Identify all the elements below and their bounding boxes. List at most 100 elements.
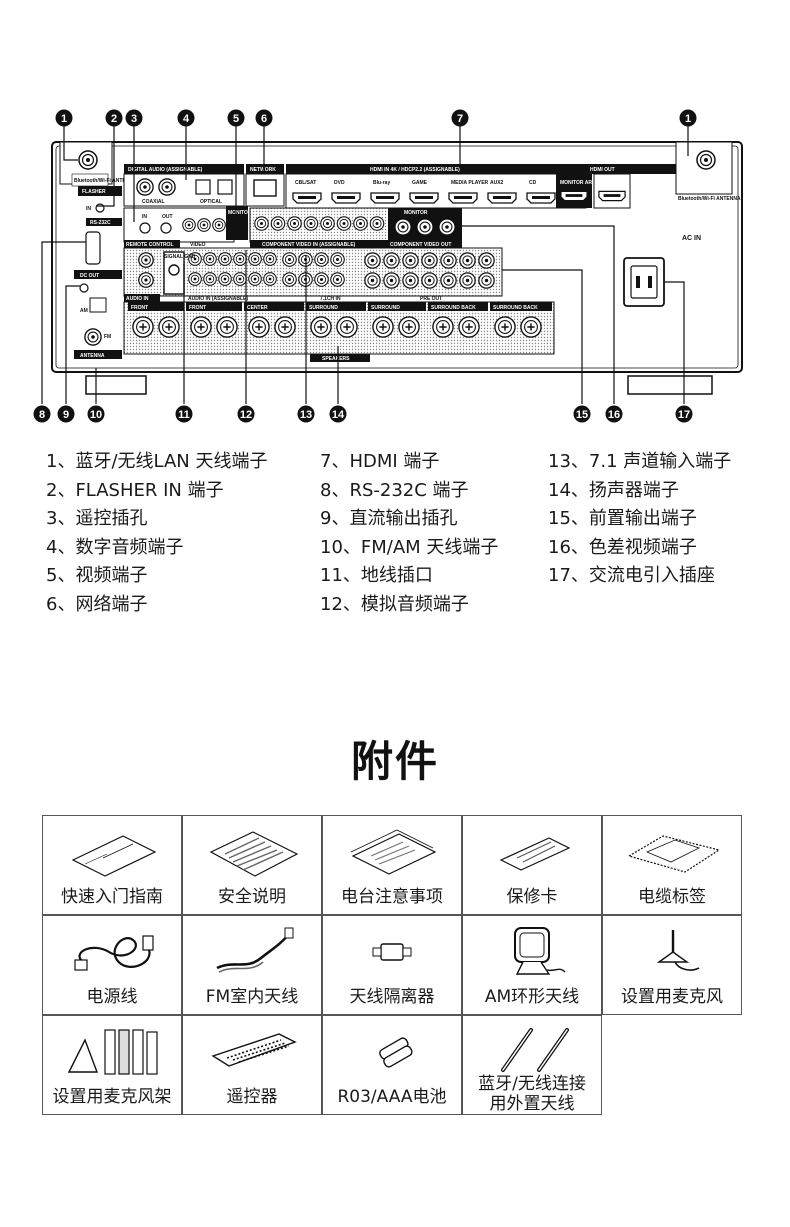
legend-item: 3、遥控插孔 — [46, 508, 148, 529]
speaker-terminal[interactable] — [432, 316, 454, 338]
legend-item: 5、视频端子 — [46, 565, 148, 586]
speaker-terminal[interactable] — [190, 316, 212, 338]
audio-in-jack[interactable] — [138, 252, 154, 268]
speaker-terminal[interactable] — [248, 316, 270, 338]
flasher-in-jack[interactable] — [95, 203, 105, 213]
audio-in-assignable-jack[interactable] — [263, 272, 277, 286]
component-in-jack[interactable] — [303, 216, 319, 231]
hdmi-out-label: HDMI OUT — [590, 167, 615, 173]
hdmi-in-port[interactable] — [526, 192, 556, 204]
network-port[interactable] — [253, 179, 277, 197]
callout-bottom: 14 — [332, 409, 345, 421]
pre-out-jack[interactable] — [478, 252, 495, 269]
audio-in-assignable-jack[interactable] — [233, 272, 247, 286]
component-in-jack[interactable] — [336, 216, 352, 231]
audio-in-assignable-jack[interactable] — [218, 252, 232, 266]
ch71-in-jack[interactable] — [282, 252, 297, 267]
audio-in-assignable-jack[interactable] — [203, 272, 217, 286]
pre-out-jack[interactable] — [364, 272, 381, 289]
pre-out-jack[interactable] — [421, 272, 438, 289]
dc-out-jack[interactable] — [79, 283, 89, 293]
pre-out-jack[interactable] — [383, 252, 400, 269]
accessory-cell: 天线隔离器 — [322, 915, 462, 1015]
audio-in-assignable-label: AUDIO IN (ASSIGNABLE) — [188, 296, 248, 302]
ch71-in-jack[interactable] — [282, 272, 297, 287]
component-out-jack[interactable] — [416, 218, 434, 236]
remote-in-label: IN — [142, 214, 147, 220]
speaker-terminal[interactable] — [310, 316, 332, 338]
digital-audio-label: DIGITAL AUDIO (ASSIGNABLE) — [128, 167, 203, 173]
pre-out-jack[interactable] — [440, 272, 457, 289]
pre-out-jack[interactable] — [478, 272, 495, 289]
ch71-in-jack[interactable] — [314, 272, 329, 287]
audio-in-assignable-jack[interactable] — [263, 252, 277, 266]
speaker-terminal[interactable] — [458, 316, 480, 338]
speaker-terminal[interactable] — [494, 316, 516, 338]
hdmi-in-port[interactable] — [448, 192, 478, 204]
hdmi-in-port[interactable] — [409, 192, 439, 204]
speaker-terminal[interactable] — [372, 316, 394, 338]
audio-in-assignable-jack[interactable] — [203, 252, 217, 266]
audio-in-assignable-jack[interactable] — [248, 272, 262, 286]
rs232c-port[interactable] — [85, 231, 101, 265]
coaxial-label: COAXIAL — [142, 199, 165, 205]
accessory-label: 设置用麦克风 — [621, 987, 723, 1007]
signal-gnd-terminal[interactable] — [168, 264, 180, 276]
hdmi-in-port[interactable] — [292, 192, 322, 204]
speaker-terminal[interactable] — [336, 316, 358, 338]
ac-in-label: AC IN — [682, 235, 701, 242]
pre-out-jack[interactable] — [383, 272, 400, 289]
component-out-jack[interactable] — [394, 218, 412, 236]
video-jack[interactable] — [197, 218, 211, 232]
callout-bottom: 9 — [63, 409, 69, 421]
callout-top: 3 — [131, 113, 137, 125]
accessory-label: 天线隔离器 — [349, 987, 435, 1007]
hdmi-in-label: HDMI IN 4K / HDCP2.2 (ASSIGNABLE) — [370, 167, 460, 173]
legend-item: 8、RS-232C 端子 — [320, 479, 469, 501]
ch71-in-jack[interactable] — [314, 252, 329, 267]
ch71-in-jack[interactable] — [330, 272, 345, 287]
video-jack[interactable] — [212, 218, 226, 232]
audio-in-assignable-jack[interactable] — [248, 252, 262, 266]
hdmi-in-port[interactable] — [331, 192, 361, 204]
callout-bottom: 11 — [178, 409, 190, 421]
hdmi-in-port[interactable] — [370, 192, 400, 204]
component-video-in-label: COMPONENT VIDEO IN (ASSIGNABLE) — [262, 242, 356, 248]
speaker-terminal[interactable] — [274, 316, 296, 338]
pre-out-jack[interactable] — [402, 272, 419, 289]
component-out-jack[interactable] — [438, 218, 456, 236]
component-in-jack[interactable] — [270, 216, 286, 231]
speaker-terminal[interactable] — [132, 316, 154, 338]
am-label: AM — [80, 308, 88, 314]
ch71-in-jack[interactable] — [330, 252, 345, 267]
pre-out-jack[interactable] — [402, 252, 419, 269]
pre-out-jack[interactable] — [364, 252, 381, 269]
audio-in-assignable-jack[interactable] — [233, 252, 247, 266]
speaker-terminal[interactable] — [216, 316, 238, 338]
component-in-jack[interactable] — [287, 216, 302, 231]
component-in-jack[interactable] — [320, 216, 335, 231]
pre-out-jack[interactable] — [459, 252, 476, 269]
speaker-terminal[interactable] — [520, 316, 542, 338]
hdmi-in-port[interactable] — [487, 192, 517, 204]
microphone-stand-icon — [67, 1029, 158, 1075]
pre-out-jack[interactable] — [459, 272, 476, 289]
video-jack[interactable] — [182, 218, 196, 232]
pre-out-jack[interactable] — [421, 252, 438, 269]
audio-in-assignable-jack[interactable] — [218, 272, 232, 286]
antenna-label: ANTENNA — [80, 353, 105, 359]
accessory-cell: AM环形天线 — [462, 915, 602, 1015]
legend-item: 16、色差视频端子 — [548, 536, 697, 558]
component-in-jack[interactable] — [254, 216, 269, 231]
legend-item: 9、直流输出插孔 — [320, 508, 458, 529]
speaker-terminal[interactable] — [158, 316, 180, 338]
pre-out-jack[interactable] — [440, 252, 457, 269]
audio-in-assignable-jack[interactable] — [188, 272, 202, 286]
component-in-jack[interactable] — [369, 216, 385, 231]
component-in-jack[interactable] — [353, 216, 368, 231]
antenna-isolator-icon — [372, 943, 412, 961]
speaker-terminal[interactable] — [398, 316, 420, 338]
audio-in-jack[interactable] — [138, 272, 154, 288]
